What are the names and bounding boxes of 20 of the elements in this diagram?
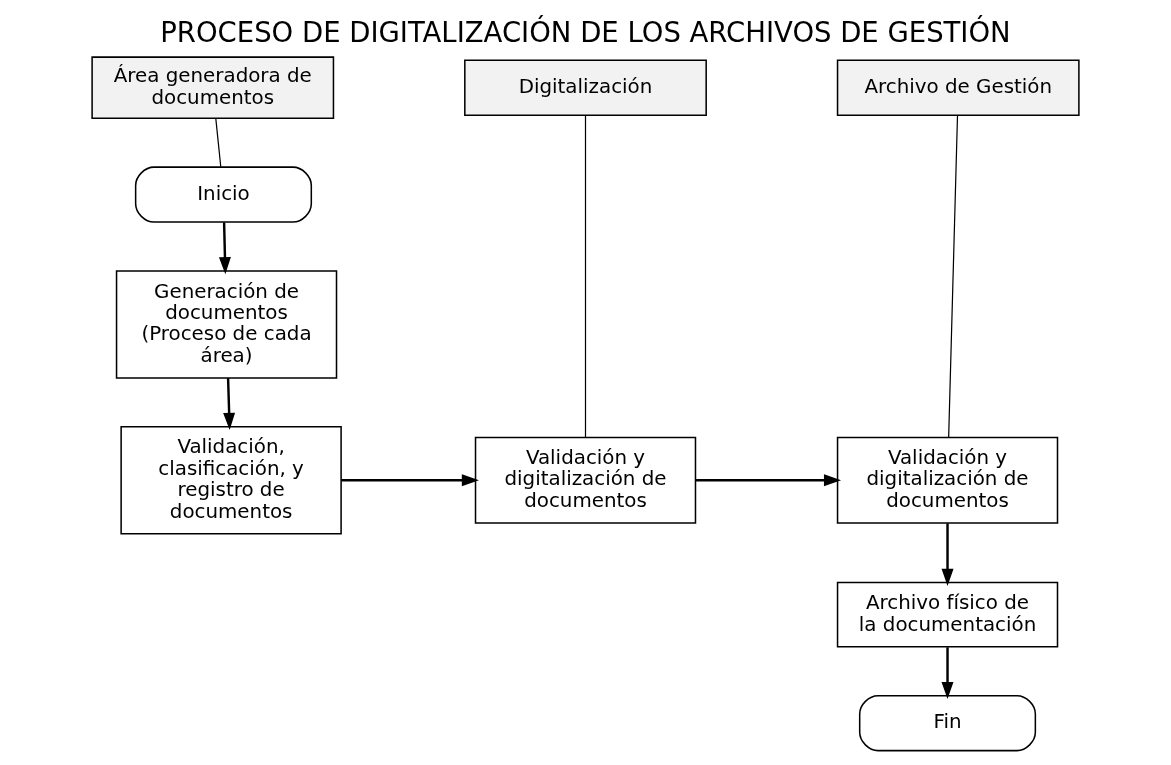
arrow	[941, 647, 954, 700]
node-box: Validación, clasificación, y registro de documentos	[120, 426, 342, 535]
node-box: Fin	[858, 694, 1037, 752]
node-box: Validación y digitalización de documentos	[474, 436, 697, 524]
node-box: Validación y digitalización de documentos	[836, 436, 1059, 524]
arrow	[695, 474, 842, 487]
connector	[584, 114, 587, 438]
node-box: Generación de documentos (Proceso de cada área)	[115, 270, 338, 379]
connector	[948, 114, 959, 438]
connector	[215, 118, 222, 168]
arrow	[218, 222, 231, 275]
diagram-title: PROCESO DE DIGITALIZACIÓN DE LOS ARCHIVOS DE GESTIÓN	[160, 16, 1011, 49]
node-box: Inicio	[134, 166, 313, 223]
arrow	[941, 523, 954, 586]
arrow	[223, 378, 236, 430]
node-box: Archivo físico de la documentación	[836, 581, 1059, 648]
arrow	[341, 474, 479, 487]
node-box: Archivo de Gestión	[836, 59, 1080, 116]
node-box: Digitalización	[464, 59, 707, 116]
node-box: Área generadora de documentos	[91, 56, 335, 119]
